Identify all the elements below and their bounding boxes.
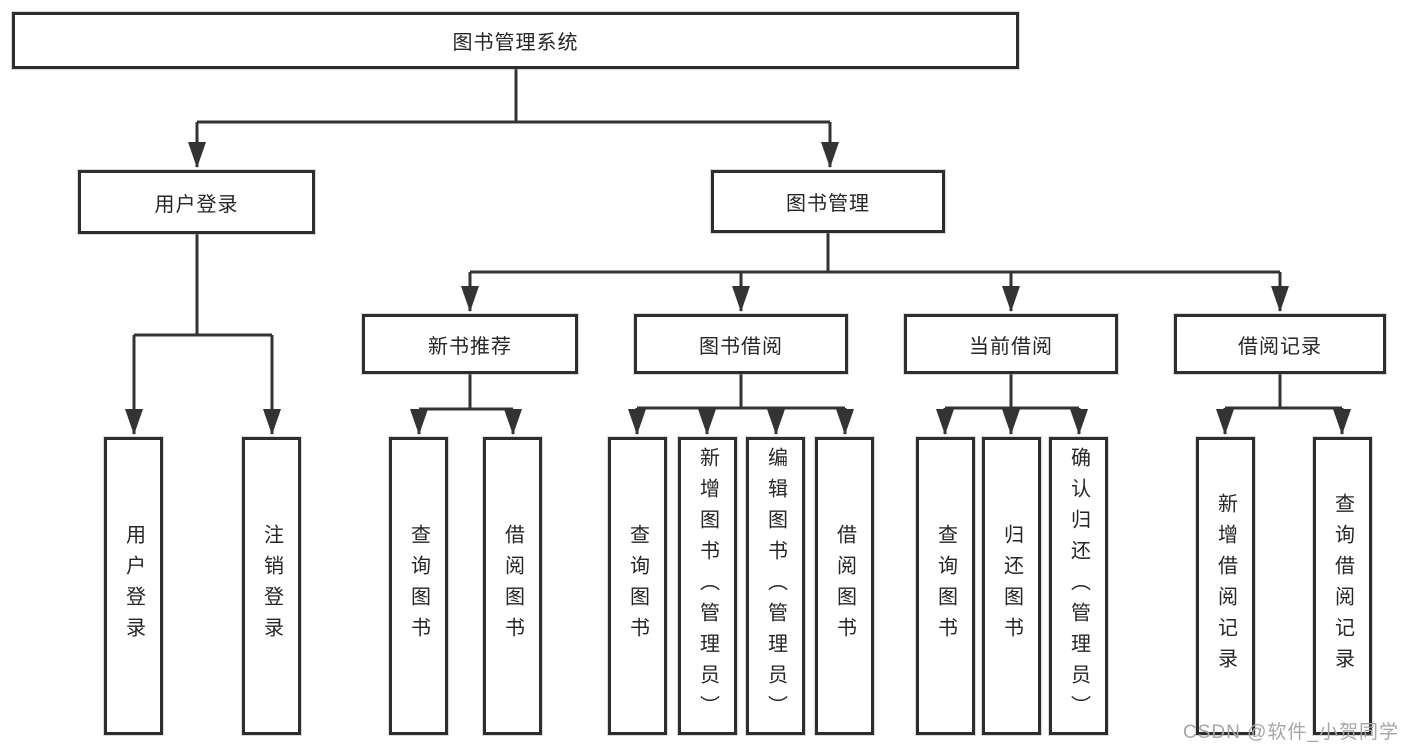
leaf-borrow-borrow-books: 借阅图书 bbox=[815, 437, 874, 735]
leaf-current-query-books: 查询图书 bbox=[916, 437, 975, 735]
leaf-label: 查询图书 bbox=[407, 524, 430, 648]
connector-borrow-trunk bbox=[637, 374, 845, 410]
leaf-label: 用户登录 bbox=[122, 524, 145, 648]
node-label: 用户登录 bbox=[154, 193, 239, 216]
node-label: 图书借阅 bbox=[699, 335, 783, 358]
leaf-label: 新增借阅记录 bbox=[1214, 493, 1237, 679]
leaf-borrow-add-books-admin: 新增图书（管理员） bbox=[678, 437, 737, 735]
node-borrow-records: 借阅记录 bbox=[1174, 314, 1386, 374]
leaf-recommend-borrow-books: 借阅图书 bbox=[483, 437, 542, 735]
leaf-label: 借阅图书 bbox=[501, 524, 524, 648]
leaf-borrow-query-books: 查询图书 bbox=[608, 437, 667, 735]
connector-recommend-trunk bbox=[419, 374, 513, 411]
node-book-management: 图书管理 bbox=[711, 170, 945, 233]
leaf-label: 注销登录 bbox=[260, 524, 283, 648]
node-label: 图书管理系统 bbox=[452, 32, 579, 54]
csdn-watermark: CSDN @软件_小贺同学 bbox=[1183, 722, 1399, 743]
node-library-management-system: 图书管理系统 bbox=[12, 12, 1019, 69]
leaf-label: 归还图书 bbox=[1000, 524, 1023, 648]
leaf-current-confirm-return-admin: 确认归还（管理员） bbox=[1049, 437, 1108, 735]
node-user-login-branch: 用户登录 bbox=[78, 170, 315, 234]
connector-root-trunk bbox=[197, 68, 830, 124]
node-current-borrow: 当前借阅 bbox=[904, 314, 1118, 374]
connector-records-trunk bbox=[1225, 374, 1342, 410]
leaf-records-add-record: 新增借阅记录 bbox=[1196, 437, 1255, 735]
leaf-recommend-query-books: 查询图书 bbox=[389, 437, 448, 735]
node-label: 当前借阅 bbox=[969, 335, 1053, 358]
leaf-label: 查询图书 bbox=[934, 524, 957, 648]
connector-book-trunk bbox=[470, 233, 1280, 274]
leaf-current-return-books: 归还图书 bbox=[982, 437, 1041, 735]
leaf-user-login: 用户登录 bbox=[104, 437, 163, 735]
leaf-label: 查询图书 bbox=[626, 524, 649, 648]
node-label: 新书推荐 bbox=[428, 335, 512, 358]
node-new-book-recommend: 新书推荐 bbox=[362, 314, 578, 374]
connector-user-trunk bbox=[134, 234, 272, 337]
leaf-label: 新增图书（管理员） bbox=[696, 446, 719, 726]
node-label: 借阅记录 bbox=[1238, 335, 1322, 358]
leaf-label: 确认归还（管理员） bbox=[1067, 446, 1090, 726]
leaf-records-query-record: 查询借阅记录 bbox=[1313, 437, 1372, 735]
leaf-label: 编辑图书（管理员） bbox=[764, 446, 787, 726]
leaf-borrow-edit-books-admin: 编辑图书（管理员） bbox=[746, 437, 805, 735]
leaf-label: 查询借阅记录 bbox=[1331, 493, 1354, 679]
connector-current-trunk bbox=[945, 374, 1079, 410]
node-book-borrow: 图书借阅 bbox=[634, 314, 848, 374]
leaf-logout: 注销登录 bbox=[242, 437, 301, 735]
leaf-label: 借阅图书 bbox=[833, 524, 856, 648]
node-label: 图书管理 bbox=[786, 193, 870, 215]
